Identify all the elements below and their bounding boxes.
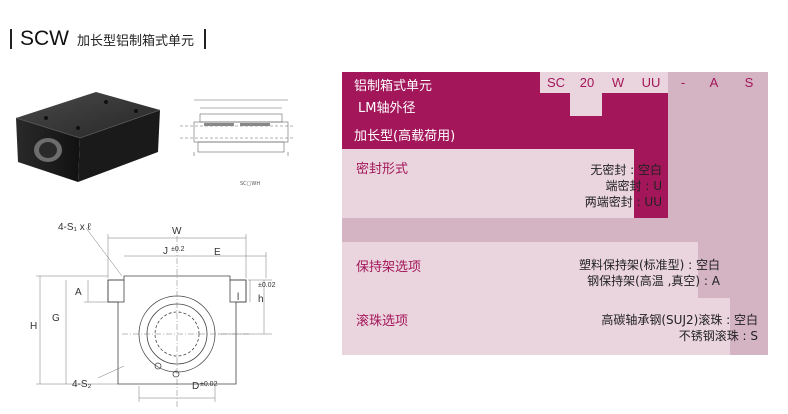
model-name: SCW [20, 27, 69, 50]
dim-h1-tol: ±0.02 [258, 282, 276, 289]
model-subtitle: 加长型铝制箱式单元 [77, 33, 195, 49]
seal-options: 无密封 : 空白 端密封 : U 两端密封 : UU [585, 162, 662, 210]
label-unit: 铝制箱式单元 [354, 79, 433, 94]
code-a: A [698, 72, 730, 93]
retainer-options: 塑料保持架(标准型) : 空白 钢保持架(高温 ,真空) : A [579, 257, 720, 289]
front-view-drawing [36, 227, 272, 408]
dim-l: l [237, 292, 240, 303]
code-w: W [602, 72, 634, 93]
ball-title: 滚珠选项 [356, 314, 409, 329]
dim-a: A [75, 287, 82, 298]
side-view-caption: SC□WH [240, 181, 261, 187]
row-unit [342, 72, 540, 93]
col-s-band [730, 72, 768, 355]
row-lm-shaft [342, 93, 570, 116]
table-gap-band [342, 218, 730, 242]
dim-d: D [192, 381, 200, 392]
seal-option: 端密封 : U [605, 179, 662, 193]
dim-s1: 4-S₁ x ℓ [58, 222, 91, 233]
label-lm-shaft: LM轴外径 [358, 101, 416, 116]
label-long-type: 加长型(高载荷用) [354, 129, 456, 144]
seal-title: 密封形式 [356, 162, 409, 177]
header-left-bar [10, 29, 12, 49]
ball-options: 高碳轴承钢(SUJ2)滚珠 : 空白 不锈钢滚珠 : S [601, 312, 758, 344]
dim-e: E [214, 247, 221, 258]
row-long-type [342, 116, 602, 149]
dim-j: J [163, 246, 168, 257]
col-a-band [698, 72, 730, 298]
header-right-bar [204, 29, 207, 49]
ball-option: 高碳轴承钢(SUJ2)滚珠 : 空白 [601, 313, 758, 327]
dim-s2: 4-S₂ [72, 379, 92, 390]
dim-j-tol: ±0.2 [171, 246, 185, 253]
retainer-title: 保持架选项 [356, 260, 422, 275]
code-dash: - [668, 72, 698, 93]
retainer-option: 塑料保持架(标准型) : 空白 [578, 258, 720, 272]
dim-d-tol: ±0.02 [200, 381, 218, 388]
code-uu: UU [634, 72, 668, 93]
code-size: 20 [572, 72, 602, 93]
section-header: SCW 加长型铝制箱式单元 [10, 26, 207, 52]
ball-option: 不锈钢滚珠 : S [678, 329, 758, 343]
code-s: S [730, 72, 768, 93]
seal-option: 两端密封 : UU [584, 195, 662, 209]
product-photo [15, 92, 161, 182]
retainer-option: 钢保持架(高温 ,真空) : A [587, 274, 720, 288]
side-view-drawing [180, 99, 294, 156]
dim-h: H [30, 321, 38, 332]
dim-w: W [172, 226, 182, 237]
code-sc: SC [540, 72, 572, 93]
seal-option: 无密封 : 空白 [590, 163, 662, 177]
dim-g: G [52, 313, 60, 324]
dim-h1: h [258, 294, 264, 305]
col-uu-band [634, 72, 668, 218]
col-dash-band [668, 72, 698, 218]
ordering-code-table: 铝制箱式单元 LM轴外径 加长型(高载荷用) SC 20 W UU - A S … [342, 72, 768, 355]
